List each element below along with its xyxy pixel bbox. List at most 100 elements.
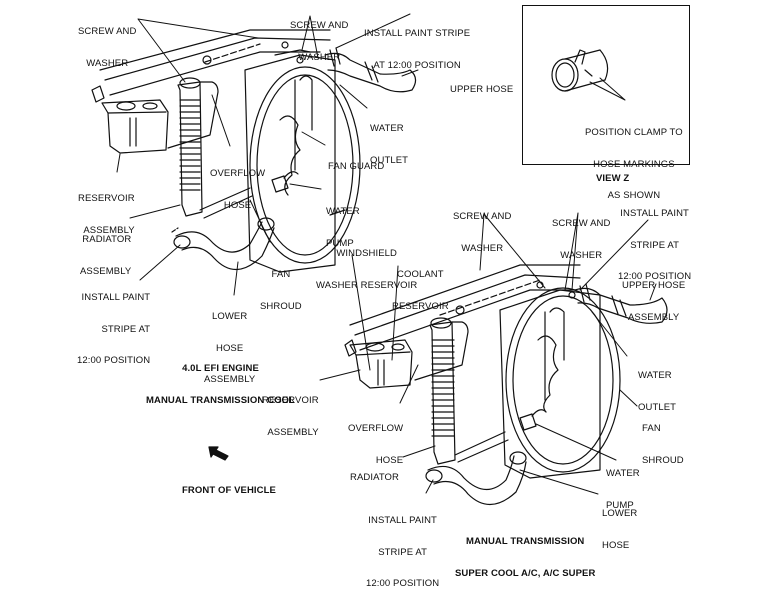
label-lower-hose-right: LOWER HOSE <box>602 488 637 562</box>
left-radiator-tank <box>167 77 219 217</box>
cooling-system-drawing <box>91 13 668 506</box>
label-line: 12:00 POSITION <box>77 355 151 366</box>
left-fan-shroud <box>244 54 361 273</box>
label-lower-hose-assembly: LOWER HOSE ASSEMBLY <box>204 291 255 396</box>
label-line: LOWER <box>602 508 638 519</box>
label-line: UPPER HOSE <box>450 84 514 95</box>
label-line: WASHER <box>560 249 603 261</box>
label-overflow-hose: OVERFLOW HOSE <box>210 148 265 222</box>
left-assembly <box>91 29 417 273</box>
label-line: WATER <box>638 370 672 381</box>
label-line: FAN GUARD <box>328 161 385 172</box>
label-line: ASSEMBLY <box>627 311 680 323</box>
label-line: COOLANT <box>397 269 444 280</box>
right-radiator-tank <box>414 317 469 465</box>
label-radiator-assembly: RADIATOR ASSEMBLY <box>80 214 131 288</box>
label-line: WATER <box>606 468 640 479</box>
label-line: INSTALL PAINT STRIPE <box>364 28 471 39</box>
label-front-of-vehicle: FRONT OF VEHICLE <box>182 465 276 507</box>
label-reservoir-assembly: RESERVOIR ASSEMBLY <box>78 173 135 247</box>
caption-line: MANUAL TRANSMISSION COOL <box>146 394 295 406</box>
label-line: FAN <box>271 269 291 280</box>
label-line: AT 12:00 POSITION <box>373 59 461 71</box>
label-line: INSTALL PAINT <box>368 515 437 526</box>
label-install-paint-stripe-bottom-right: INSTALL PAINT STRIPE AT 12:00 POSITION <box>366 495 439 600</box>
label-line: WINDSHIELD <box>336 248 398 259</box>
label-line: ASSEMBLY <box>80 265 132 277</box>
label-line: FAN <box>642 423 661 434</box>
view-z-inset <box>522 5 690 165</box>
label-line: OVERFLOW <box>210 168 266 179</box>
label-line: ASSEMBLY <box>83 224 135 236</box>
label-line: PUMP <box>326 237 354 249</box>
caption-line: 4.0L EFI ENGINE <box>182 363 259 374</box>
label-line: SCREW AND <box>78 26 137 37</box>
label-line: RESERVOIR <box>262 395 319 406</box>
label-line: WASHER RESERVOIR <box>316 279 418 291</box>
label-line: STRIPE AT <box>630 239 679 251</box>
label-screw-and-washer: SCREW AND WASHER <box>78 6 136 80</box>
label-screw-and-washer-a: SCREW AND WASHER <box>453 191 511 265</box>
label-line: SCREW AND <box>290 20 349 31</box>
label-fan-shroud-right: FAN SHROUD <box>642 403 684 477</box>
label-line: INSTALL PAINT <box>620 208 689 219</box>
label-line: WATER <box>326 206 360 217</box>
label-line: RESERVOIR <box>392 300 449 312</box>
label-line: OUTLET <box>370 154 409 166</box>
label-windshield-washer-reservoir: WINDSHIELD WASHER RESERVOIR <box>316 228 417 302</box>
right-lower-rail <box>454 431 509 463</box>
leader-lines <box>116 13 657 495</box>
left-reservoir <box>101 99 169 154</box>
left-water-pump <box>271 171 299 193</box>
left-lower-hose <box>171 217 275 271</box>
label-line: SHROUD <box>260 300 302 312</box>
label-line: HOSE <box>223 199 252 211</box>
left-lower-rail <box>199 187 253 219</box>
caption-right-assembly: MANUAL TRANSMISSION SUPER COOL A/C, A/C … <box>455 516 595 590</box>
front-of-vehicle-arrow-icon <box>208 446 229 461</box>
label-water-pump-right: WATER PUMP <box>606 448 640 522</box>
label-screw-and-washer-top: SCREW AND WASHER <box>290 0 348 74</box>
label-line: WATER <box>370 123 404 134</box>
view-z-title: VIEW Z <box>596 153 629 195</box>
label-screw-and-washer-b: SCREW AND WASHER <box>552 198 610 272</box>
label-line: RADIATOR <box>82 234 132 245</box>
label-line: OVERFLOW <box>348 423 404 434</box>
label-install-paint-stripe-top-right: INSTALL PAINT STRIPE AT 12:00 POSITION <box>618 188 691 293</box>
label-line: OUTLET <box>638 401 677 413</box>
right-water-pump <box>519 409 547 431</box>
label-water-outlet: WATER OUTLET <box>370 103 408 177</box>
title-line: VIEW Z <box>596 173 630 184</box>
label-line: SHROUD <box>642 454 684 466</box>
label-line: SCREW AND <box>552 218 611 229</box>
label-line: WASHER <box>86 57 129 69</box>
label-line: RADIATOR <box>350 472 400 483</box>
label-line: RESERVOIR <box>78 193 135 204</box>
label-line: SCREW AND <box>453 211 512 222</box>
label-line: FRONT OF VEHICLE <box>182 485 276 496</box>
label-line: PUMP <box>606 499 634 511</box>
label-line: 12:00 POSITION <box>618 271 692 282</box>
note-line: AS SHOWN <box>607 190 661 201</box>
label-radiator: RADIATOR <box>350 452 399 494</box>
right-assembly <box>344 264 668 506</box>
label-line: STRIPE AT <box>101 323 151 335</box>
view-z-clamp-drawing <box>551 49 626 101</box>
label-overflow-hose-right: OVERFLOW HOSE <box>348 403 403 477</box>
label-line: HOSE <box>375 454 404 466</box>
label-line: UPPER HOSE <box>622 280 686 291</box>
caption-left-assembly: 4.0L EFI ENGINE MANUAL TRANSMISSION COOL <box>146 343 295 417</box>
label-line: HOSE <box>602 539 630 551</box>
label-install-paint-stripe-top: INSTALL PAINT STRIPE AT 12:00 POSITION <box>364 8 470 82</box>
label-line: WASHER <box>461 242 504 254</box>
label-water-pump: WATER PUMP <box>326 186 360 260</box>
label-line: LOWER <box>211 311 248 322</box>
view-z-note: POSITION CLAMP TO HOSE MARKINGS AS SHOWN <box>585 107 683 212</box>
label-upper-hose-assembly: UPPER HOSE ASSEMBLY <box>622 260 685 334</box>
label-line: WASHER <box>298 51 341 63</box>
right-lower-hose <box>425 451 527 506</box>
label-upper-hose: UPPER HOSE <box>450 64 513 106</box>
label-line: STRIPE AT <box>378 546 427 558</box>
label-line: ASSEMBLY <box>204 374 256 385</box>
label-coolant-reservoir: COOLANT RESERVOIR <box>392 249 449 323</box>
